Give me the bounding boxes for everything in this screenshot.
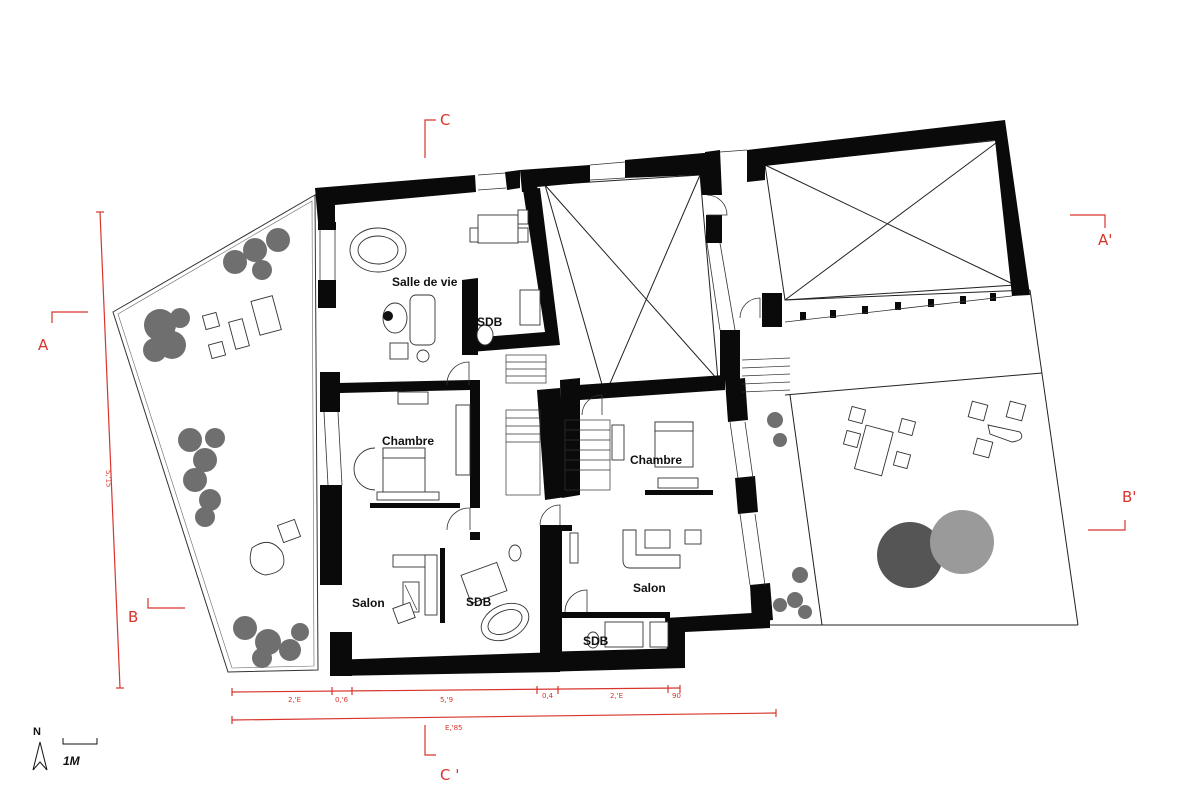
walls bbox=[315, 120, 1030, 676]
dimension-horizontal-total: E,'85 bbox=[445, 724, 462, 732]
trees bbox=[877, 510, 994, 588]
legend: N 1M bbox=[32, 726, 98, 771]
dimension-d3: 5,'9 bbox=[440, 696, 453, 704]
right-terrace bbox=[770, 289, 1079, 626]
section-label-b-right: B' bbox=[1122, 488, 1136, 506]
dimension-d5: 2,'E bbox=[610, 692, 623, 700]
atrium-right bbox=[764, 139, 1016, 301]
room-label-salon-left: Salon bbox=[352, 596, 385, 610]
room-label-chambre-right: Chambre bbox=[630, 453, 682, 467]
atrium-left bbox=[544, 174, 719, 396]
doors bbox=[446, 194, 761, 613]
room-label-sdb-bottom: SDB bbox=[583, 634, 609, 648]
room-label-sdb-middle: SDB bbox=[466, 595, 492, 609]
section-markers: C C ' A A' B B' bbox=[38, 111, 1136, 784]
section-label-a-left: A bbox=[38, 336, 49, 354]
room-labels: Salle de vie SDB Chambre Chambre Salon S… bbox=[352, 275, 682, 648]
room-label-sdb-top: SDB bbox=[477, 315, 503, 329]
scale-label: 1M bbox=[63, 754, 81, 768]
dimension-d2: 0,'6 bbox=[335, 696, 349, 704]
windows bbox=[319, 149, 1013, 586]
left-garden bbox=[112, 194, 319, 673]
north-arrow-icon bbox=[32, 741, 48, 771]
section-label-a-right: A' bbox=[1098, 231, 1112, 249]
vegetation bbox=[143, 228, 812, 668]
furniture bbox=[201, 209, 1027, 649]
section-label-c-bottom: C ' bbox=[440, 766, 459, 784]
dimension-d6: 90 bbox=[672, 692, 681, 700]
section-label-b-left: B bbox=[128, 608, 138, 626]
scale-bar bbox=[62, 738, 98, 745]
room-label-salon-right: Salon bbox=[633, 581, 666, 595]
dimension-d4: 0,4 bbox=[542, 692, 554, 700]
dimension-vertical-total: 5,'15 bbox=[104, 470, 113, 488]
north-label: N bbox=[33, 726, 41, 738]
room-label-salle-de-vie: Salle de vie bbox=[392, 275, 458, 289]
stairs bbox=[505, 354, 791, 496]
dimension-d1: 2,'E bbox=[288, 696, 301, 704]
dimension-lines: 5,'15 2,'E 0,'6 5,'9 0,4 2,'E 90 E,'85 bbox=[96, 211, 777, 732]
section-label-c-top: C bbox=[440, 111, 450, 129]
room-label-chambre-left: Chambre bbox=[382, 434, 434, 448]
